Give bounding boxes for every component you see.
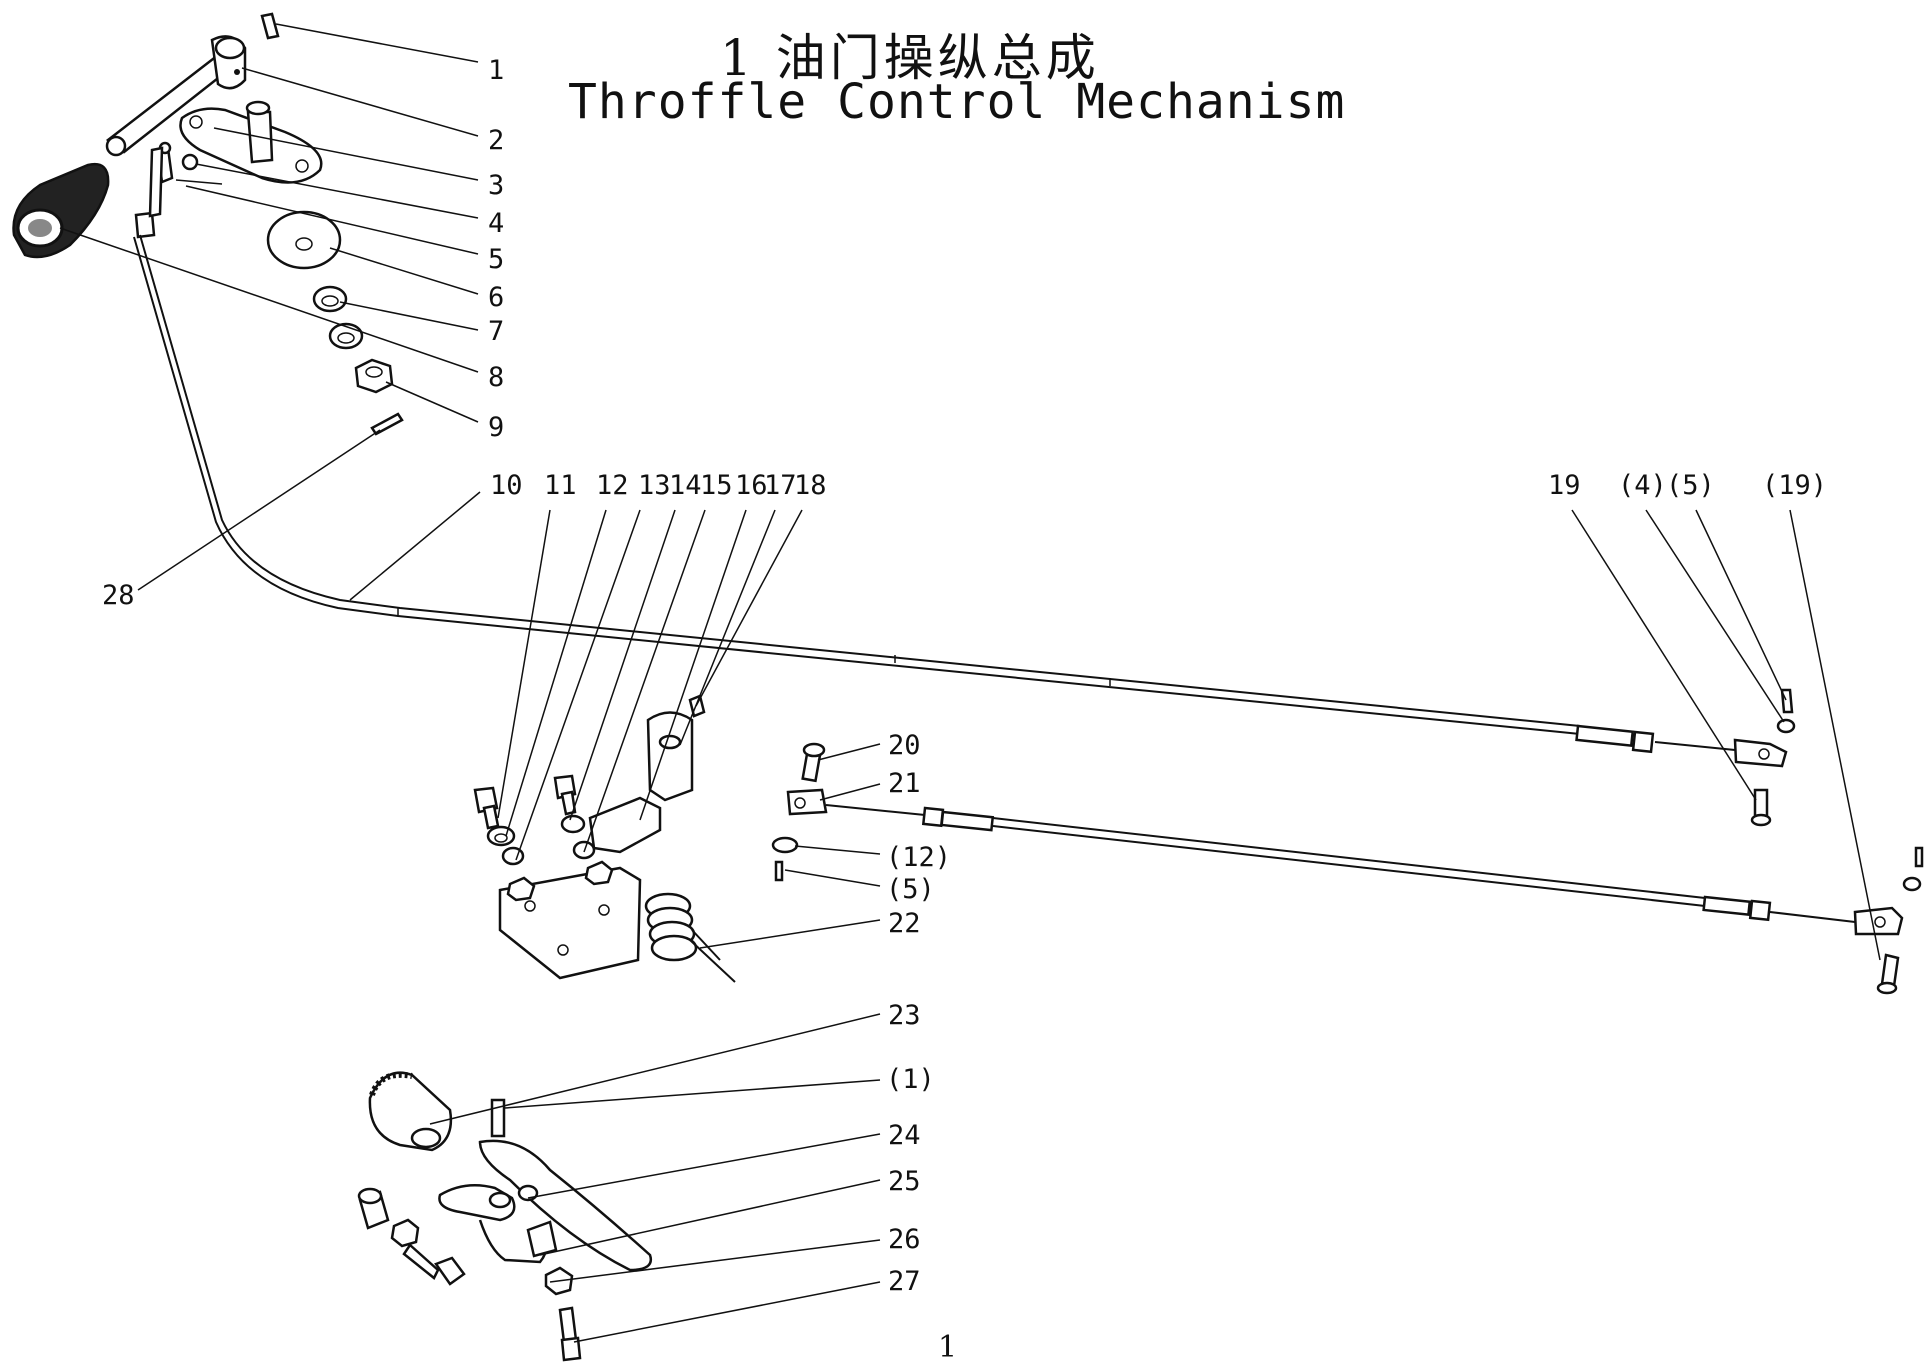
callout-25: 25 — [888, 1166, 921, 1197]
bolt-11 — [473, 786, 500, 830]
diagram-title-chinese: 1 油门操纵总成 — [720, 29, 1100, 87]
callout-22: 22 — [888, 908, 921, 939]
callout-19-ref: (19) — [1762, 470, 1827, 501]
callout-6: 6 — [488, 282, 504, 313]
washer-15 — [560, 814, 586, 834]
callout-13: 13 — [638, 470, 671, 501]
callout-labels: 1 2 3 4 5 6 7 8 9 10 11 12 13 14 15 16 1… — [102, 55, 1827, 1297]
callout-12: 12 — [596, 470, 629, 501]
foot-pedal-23 — [368, 1071, 453, 1152]
bolt-14 — [553, 774, 577, 816]
pin-1-lower — [490, 1098, 506, 1138]
washer-12-lower — [771, 836, 799, 854]
washer-4-right — [1776, 718, 1796, 734]
washer-13 — [501, 846, 525, 866]
lever-grip — [12, 162, 110, 259]
callout-5: 5 — [488, 244, 504, 275]
callout-10: 10 — [490, 470, 523, 501]
callout-5-ref: (5) — [1666, 470, 1715, 501]
callout-9: 9 — [488, 412, 504, 443]
hand-lever-tube — [105, 35, 247, 157]
torsion-spring-22 — [644, 892, 736, 983]
clevis-pin-19 — [1750, 788, 1772, 827]
pin-1 — [260, 12, 280, 40]
callout-11: 11 — [544, 470, 577, 501]
callout-26: 26 — [888, 1224, 921, 1255]
base-bracket — [498, 860, 642, 980]
clevis-pin-20 — [801, 742, 826, 783]
clevis-pin-19-lower — [1876, 953, 1900, 995]
callout-14: 14 — [669, 470, 702, 501]
callout-8: 8 — [488, 362, 504, 393]
callout-3: 3 — [488, 170, 504, 201]
callout-28: 28 — [102, 580, 135, 611]
callout-19: 19 — [1548, 470, 1581, 501]
page-number: 1 — [938, 1330, 958, 1365]
callout-16: 16 — [735, 470, 768, 501]
callout-2: 2 — [488, 125, 504, 156]
cotter-pin-right-lower — [1914, 846, 1924, 868]
callout-17: 17 — [764, 470, 797, 501]
nut-9 — [354, 358, 394, 394]
throttle-cable — [786, 788, 1904, 936]
washer-7 — [312, 285, 348, 313]
washer-8 — [328, 322, 364, 350]
cotter-pin-28 — [370, 412, 404, 436]
lever-bracket-17 — [588, 694, 706, 854]
callout-24: 24 — [888, 1120, 921, 1151]
diagram-title-english: Throffle Control Mechanism — [568, 74, 1346, 130]
callout-18: 18 — [794, 470, 827, 501]
callout-5-ref-lower: (5) — [886, 874, 935, 905]
washer-right-lower — [1902, 876, 1922, 892]
throttle-rod — [133, 234, 1788, 768]
callout-1-ref: (1) — [886, 1064, 935, 1095]
callout-23: 23 — [888, 1000, 921, 1031]
callout-4: 4 — [488, 208, 504, 239]
pedal-linkage-24 — [438, 1139, 653, 1272]
mounting-plate — [179, 100, 323, 184]
callout-12-ref: (12) — [886, 842, 951, 873]
callout-20: 20 — [888, 730, 921, 761]
callout-7: 7 — [488, 316, 504, 347]
cotter-pin-5-lower — [774, 860, 784, 882]
callout-21: 21 — [888, 768, 921, 799]
nut-26 — [390, 1218, 574, 1296]
rod-end-fittings — [134, 141, 223, 239]
callout-1: 1 — [488, 55, 504, 86]
sleeve-25 — [357, 1187, 390, 1230]
callout-15: 15 — [700, 470, 733, 501]
bolt-27 — [402, 1243, 582, 1362]
leader-lines — [59, 23, 1881, 1343]
callout-4-ref: (4) — [1618, 470, 1667, 501]
large-washer — [266, 210, 342, 270]
callout-27: 27 — [888, 1266, 921, 1297]
